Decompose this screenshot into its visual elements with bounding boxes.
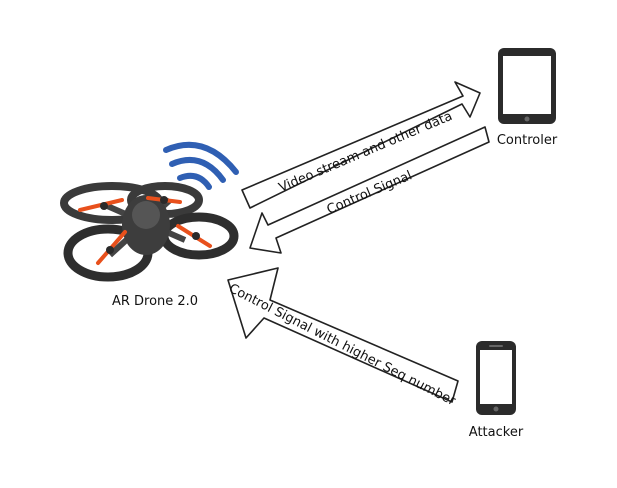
attack-signal-arrow-label: Control Signal with higher Seq number bbox=[226, 281, 458, 409]
drone-label: AR Drone 2.0 bbox=[112, 294, 198, 309]
drone-icon bbox=[60, 182, 239, 282]
attack-signal-arrow: Control Signal with higher Seq number bbox=[226, 267, 459, 409]
attacker-label: Attacker bbox=[469, 425, 524, 440]
smartphone-icon bbox=[476, 341, 516, 415]
tablet-icon bbox=[498, 48, 556, 124]
wifi-signal-icon bbox=[163, 141, 239, 190]
controller-label: Controler bbox=[497, 133, 558, 148]
